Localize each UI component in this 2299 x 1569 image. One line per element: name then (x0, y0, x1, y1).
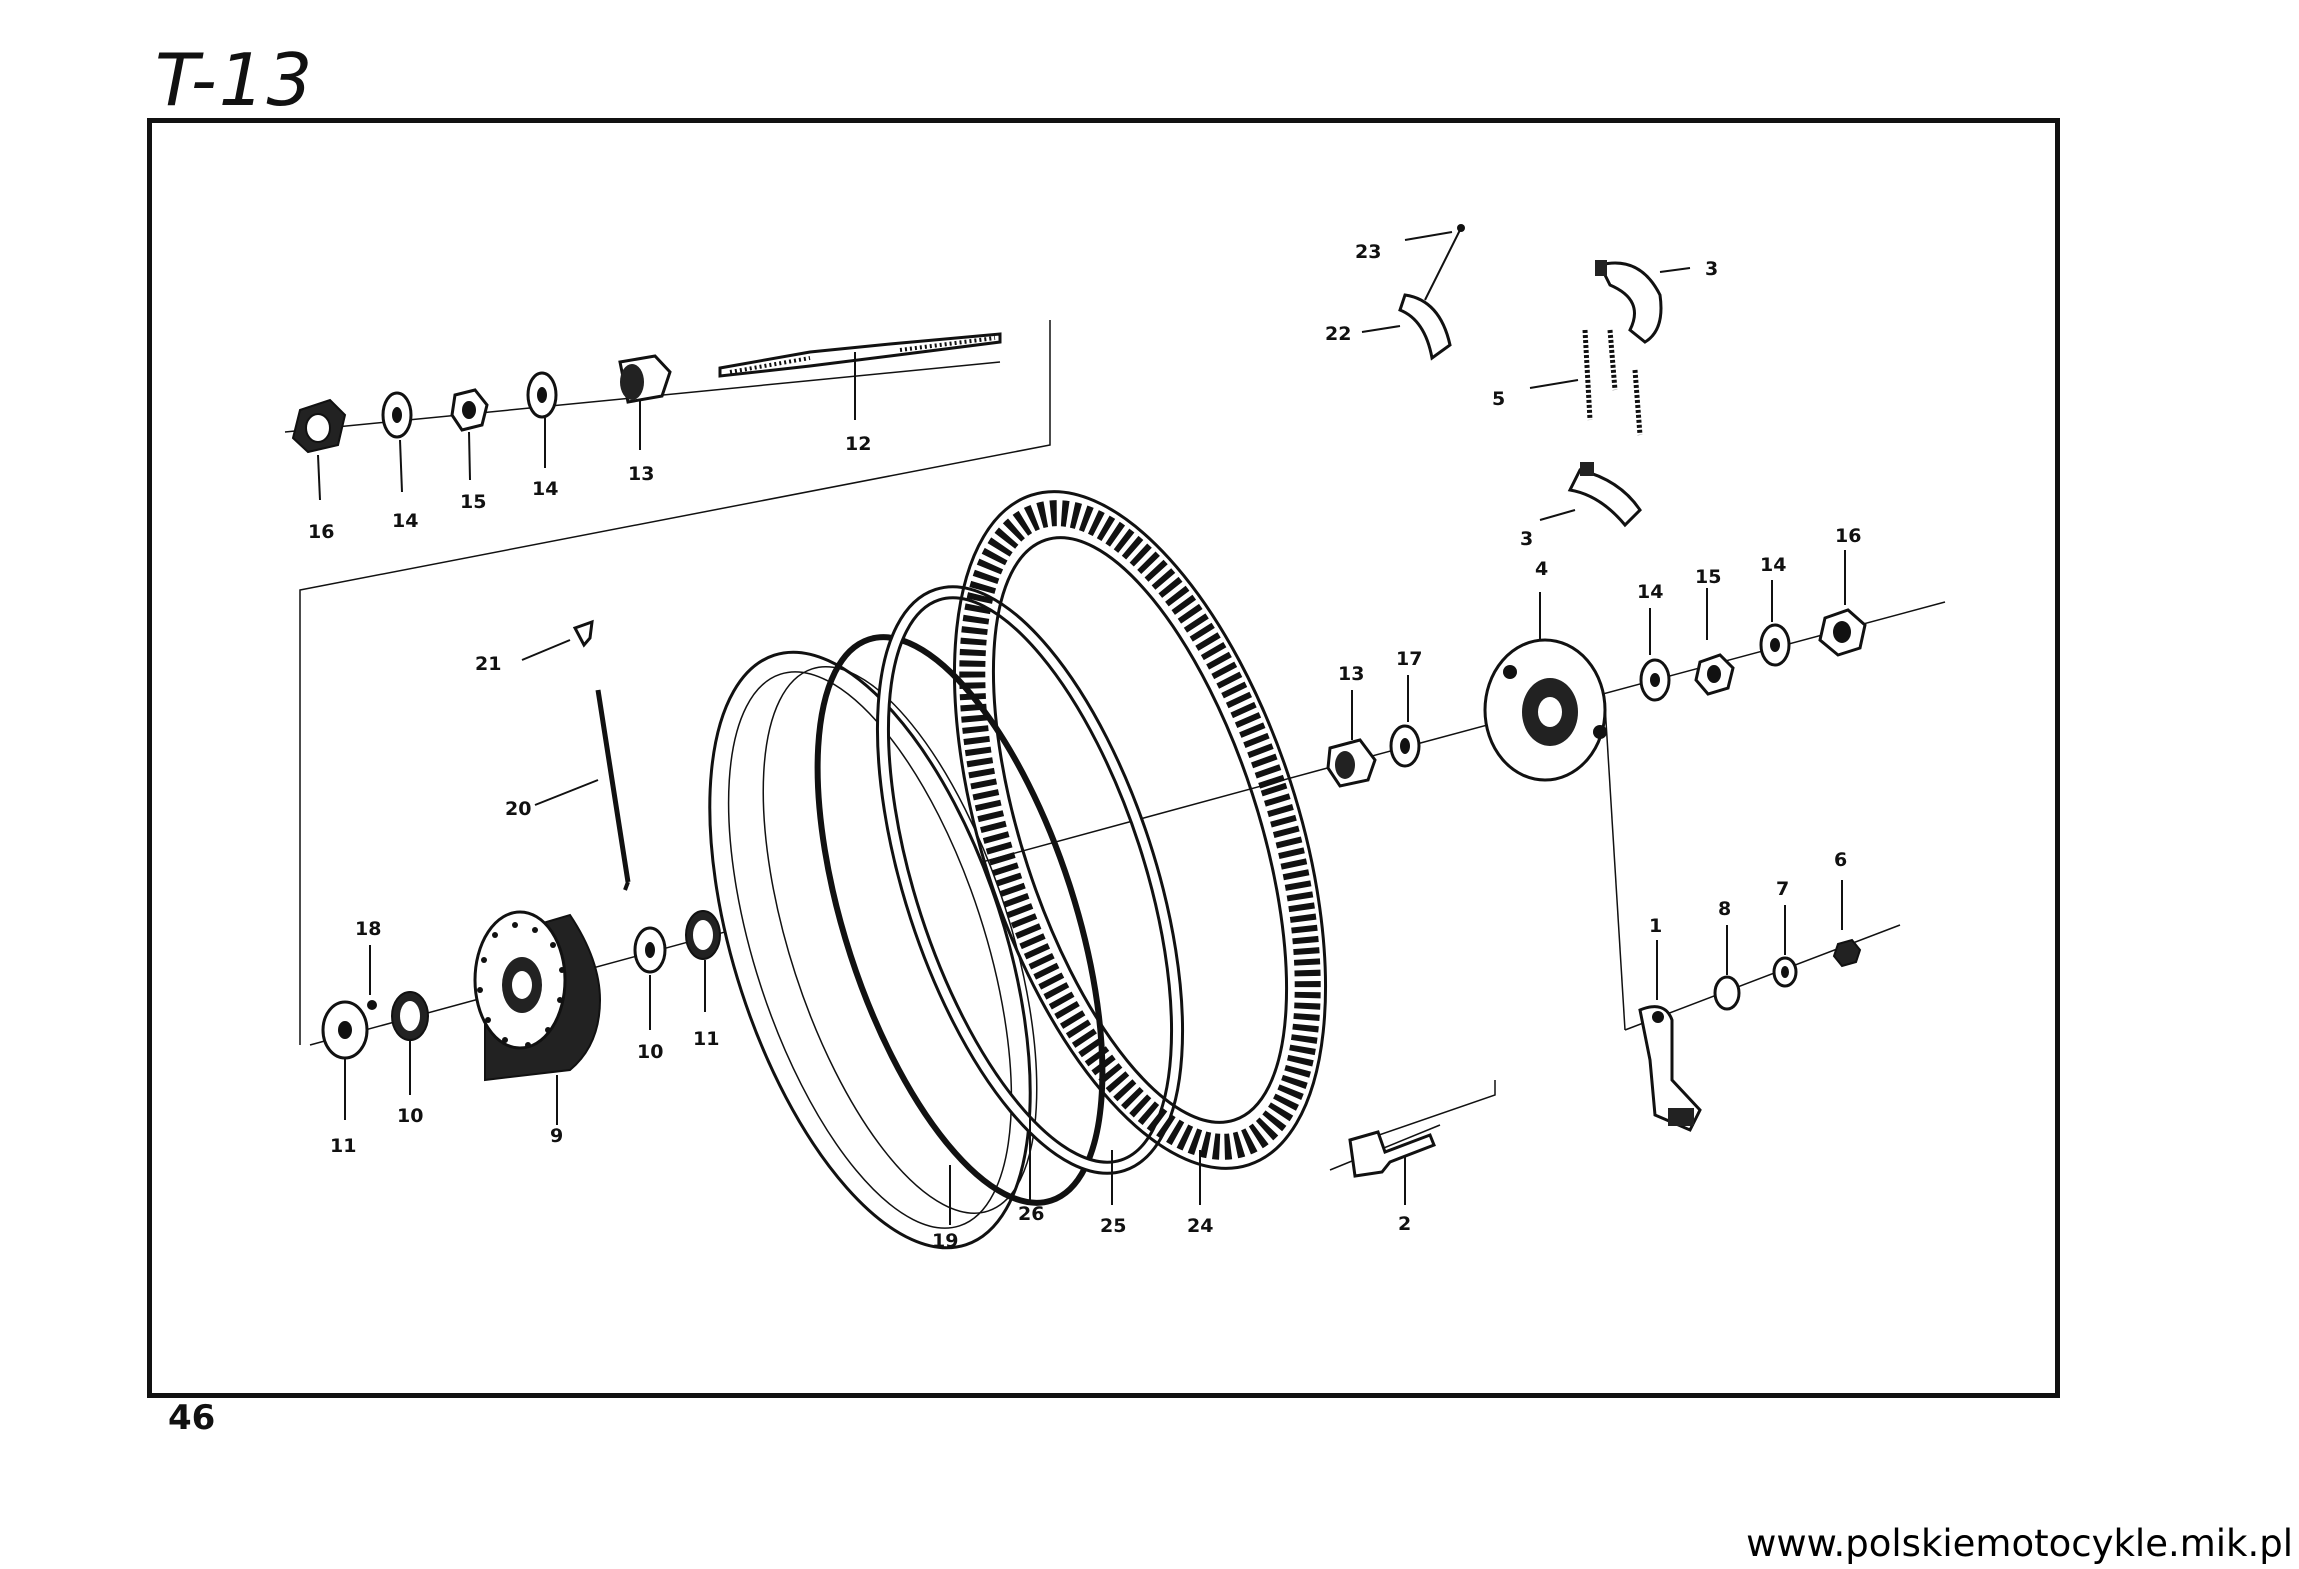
callout-13: 13 (628, 463, 654, 485)
callout-15: 15 (1695, 566, 1721, 588)
callout-24: 24 (1187, 1215, 1213, 1237)
callout-10: 10 (637, 1041, 663, 1063)
callout-23: 23 (1355, 241, 1381, 263)
callout-14: 14 (1760, 554, 1786, 576)
callout-21: 21 (475, 653, 501, 675)
rim-tape-part (814, 634, 1106, 1206)
callout-13: 13 (1338, 663, 1364, 685)
washer-part (1639, 658, 1671, 702)
callout-11: 11 (693, 1028, 719, 1050)
washer-part (633, 926, 667, 974)
website-url: www.polskiemotocykle.mik.pl (1746, 1522, 2293, 1565)
diagram-frame (147, 118, 2060, 1398)
brake-shoe-part (1595, 260, 1663, 344)
callout-12: 12 (845, 433, 871, 455)
lever-group-line (1604, 704, 1626, 1031)
tyre-part (952, 490, 1328, 1170)
callout-14: 14 (532, 478, 558, 500)
nut-part (1694, 653, 1735, 696)
callout-5: 5 (1492, 388, 1505, 410)
callout-8: 8 (1718, 898, 1731, 920)
brake-cam-part (1348, 1130, 1436, 1178)
brake-lever-part (1638, 1005, 1702, 1132)
callout-11: 11 (330, 1135, 356, 1157)
nut-part (1832, 938, 1862, 968)
axle-nut-part (1818, 608, 1867, 657)
callout-19: 19 (932, 1230, 958, 1252)
callout-4: 4 (1535, 558, 1548, 580)
nut-part (450, 388, 489, 432)
ball-part (367, 1000, 377, 1010)
callout-14: 14 (392, 510, 418, 532)
callout-6: 6 (1834, 849, 1847, 871)
callout-17: 17 (1396, 648, 1422, 670)
callout-9: 9 (550, 1125, 563, 1147)
axle-part (718, 332, 1002, 378)
inner-tube-part (875, 585, 1185, 1175)
washer-part (1772, 956, 1798, 988)
axle-nut-part (291, 398, 347, 454)
callout-15: 15 (460, 491, 486, 513)
callout-25: 25 (1100, 1215, 1126, 1237)
leader-lines (317, 231, 1846, 1225)
brake-lining-part (1398, 293, 1452, 361)
callout-3: 3 (1520, 528, 1533, 550)
brake-spring-part (1582, 329, 1643, 436)
washer-part (526, 371, 558, 419)
callout-26: 26 (1018, 1203, 1044, 1225)
axle-group-outline (299, 320, 1051, 1045)
washer-part (1713, 975, 1741, 1011)
spacer-part (618, 354, 672, 404)
washer-part (1759, 623, 1791, 667)
callout-16: 16 (308, 521, 334, 543)
callout-18: 18 (355, 918, 381, 940)
callout-2: 2 (1398, 1213, 1411, 1235)
callout-22: 22 (1325, 323, 1351, 345)
callout-1: 1 (1649, 915, 1662, 937)
spoke-part (595, 689, 631, 891)
spoke-nipple-part (572, 619, 594, 648)
wheel-hub-part (473, 910, 602, 1082)
brake-plate-part (1483, 638, 1607, 782)
washer-part (1389, 724, 1421, 768)
page-number: 46 (168, 1398, 216, 1438)
washer-part (381, 391, 413, 439)
callout-10: 10 (397, 1105, 423, 1127)
callout-16: 16 (1835, 525, 1861, 547)
page-title: T-13 (155, 38, 315, 122)
callout-14: 14 (1637, 581, 1663, 603)
cam-group-line (1349, 1080, 1496, 1146)
seal-part (685, 910, 721, 960)
callout-3: 3 (1705, 258, 1718, 280)
callout-labels: 16 14 15 14 13 12 23 22 3 5 3 4 14 15 14… (308, 241, 1861, 1252)
spacer-part (1326, 738, 1377, 788)
washer-part (321, 1000, 369, 1060)
brake-pin-part (1424, 224, 1465, 301)
bearing-part (391, 991, 429, 1041)
brake-shoe-part (1567, 462, 1642, 528)
callout-7: 7 (1776, 878, 1789, 900)
callout-20: 20 (505, 798, 531, 820)
